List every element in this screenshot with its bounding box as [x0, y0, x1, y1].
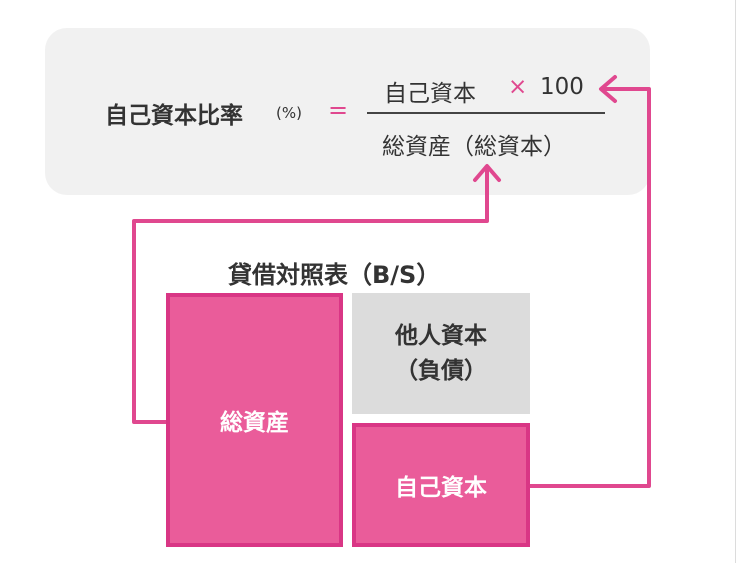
assets-arrow-head-icon [473, 164, 501, 182]
liabilities-sublabel: （負債） [395, 357, 487, 384]
formula-label: 自己資本比率 [105, 103, 243, 129]
formula-panel [45, 28, 650, 195]
formula-unit: (%) [276, 104, 302, 122]
formula-numerator: 自己資本 [384, 81, 476, 107]
equity-label: 自己資本 [395, 475, 487, 501]
balance-sheet-title: 貸借対照表（B/S） [228, 261, 441, 289]
liabilities-block: 他人資本 （負債） [352, 293, 530, 414]
equals-sign: = [328, 96, 349, 124]
formula-denominator: 総資産（総資本） [382, 134, 566, 160]
total-assets-block: 総資産 [166, 293, 343, 547]
equity-block: 自己資本 [352, 423, 530, 547]
fraction-bar [367, 112, 605, 114]
equity-arrow-head-icon [599, 75, 617, 103]
total-assets-label: 総資産 [220, 410, 289, 436]
formula-multiplier: 100 [540, 74, 584, 100]
liabilities-label: 他人資本 [395, 323, 487, 349]
multiply-sign: × [508, 74, 528, 100]
assets-to-denominator-arrow [132, 168, 489, 424]
equity-to-numerator-arrow [530, 87, 651, 488]
page-edge-rule [735, 0, 736, 563]
